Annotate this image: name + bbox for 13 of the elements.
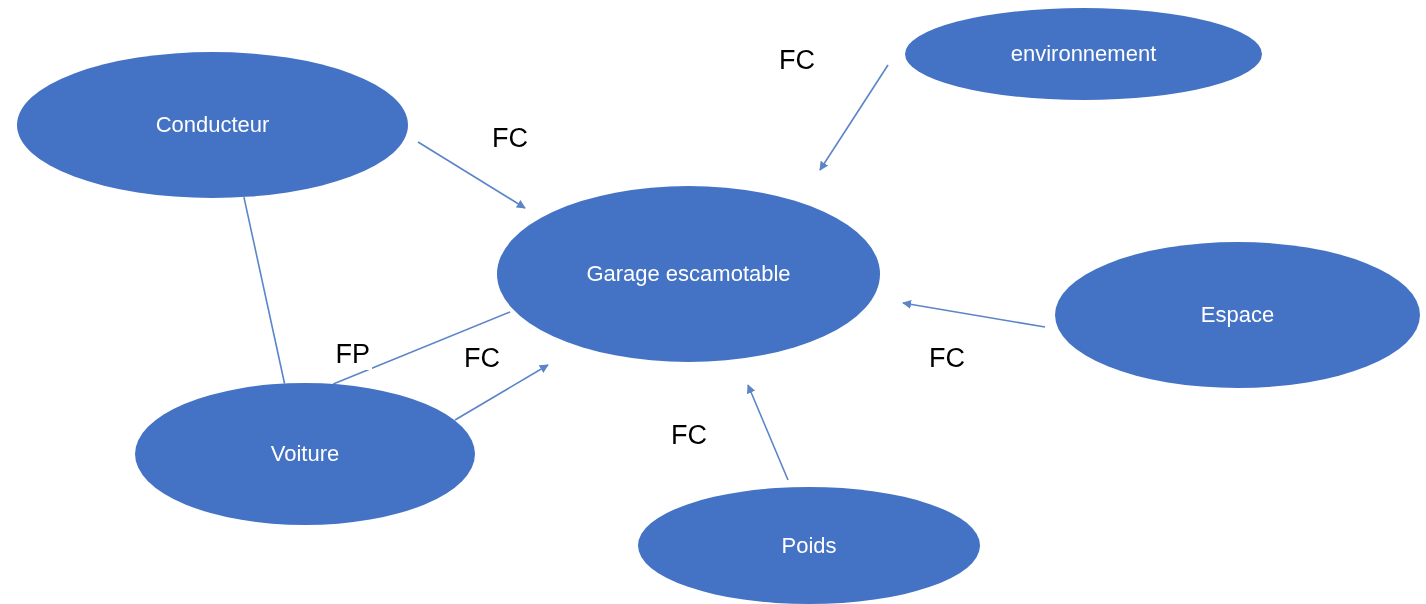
arrow xyxy=(454,364,549,421)
node-label: Garage escamotable xyxy=(586,260,791,289)
connector-line xyxy=(332,311,511,385)
node-label: environnement xyxy=(1010,40,1157,69)
arrow xyxy=(902,299,1046,328)
node-label: Voiture xyxy=(270,440,340,469)
arrow xyxy=(819,64,889,171)
node-label: Conducteur xyxy=(155,111,270,140)
node-label: Poids xyxy=(781,531,837,560)
arrow xyxy=(417,141,526,209)
connector-line xyxy=(243,196,286,385)
node-label: Espace xyxy=(1200,301,1275,330)
arrow xyxy=(747,384,789,481)
